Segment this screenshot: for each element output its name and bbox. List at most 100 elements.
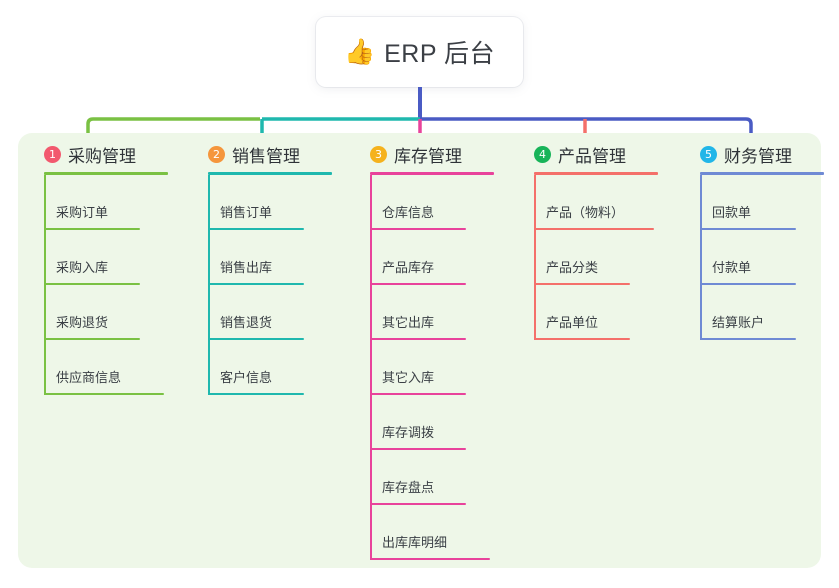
leaf-item-label: 产品单位	[546, 315, 599, 330]
leaf-item-label: 供应商信息	[56, 370, 122, 385]
branch-items-5: 回款单付款单结算账户	[678, 175, 838, 340]
branch-items-1: 采购订单采购入库采购退货供应商信息	[22, 175, 182, 395]
leaf-item-label: 客户信息	[220, 370, 273, 385]
leaf-item-label: 仓库信息	[382, 205, 435, 220]
leaf-item-label: 付款单	[712, 260, 752, 275]
leaf-item-label: 回款单	[712, 205, 752, 220]
leaf-item[interactable]: 采购入库	[22, 230, 182, 285]
leaf-item-label: 采购退货	[56, 315, 109, 330]
branch-column-1: 1 采购管理 采购订单采购入库采购退货供应商信息	[22, 133, 182, 395]
leaf-item-rule	[700, 283, 796, 285]
thumbs-up-icon: 👍	[343, 37, 376, 66]
branch-items-3: 仓库信息产品库存其它出库其它入库库存调拨库存盘点出库库明细	[348, 175, 508, 560]
leaf-item[interactable]: 库存调拨	[348, 395, 508, 450]
leaf-item[interactable]: 其它出库	[348, 285, 508, 340]
leaf-item-rule	[208, 283, 304, 285]
branch-title-3: 库存管理	[394, 146, 462, 166]
root-node[interactable]: 👍 ERP 后台	[316, 17, 523, 87]
leaf-item[interactable]: 供应商信息	[22, 340, 182, 395]
leaf-item-rule	[370, 228, 466, 230]
leaf-item[interactable]: 销售订单	[186, 175, 346, 230]
branch-badge-2: 2	[208, 145, 225, 163]
leaf-item-rule	[534, 338, 630, 340]
branch-title-2: 销售管理	[232, 146, 300, 166]
leaf-item-label: 库存盘点	[382, 480, 435, 495]
leaf-item-label: 结算账户	[712, 315, 765, 330]
branch-title-5: 财务管理	[724, 146, 792, 166]
leaf-item[interactable]: 销售出库	[186, 230, 346, 285]
leaf-item-label: 产品库存	[382, 260, 435, 275]
branch-title-4: 产品管理	[558, 146, 626, 166]
branch-spine-2	[208, 175, 210, 395]
leaf-item-label: 销售退货	[220, 315, 273, 330]
branch-header-2[interactable]: 2 销售管理	[186, 133, 346, 175]
leaf-item-label: 采购入库	[56, 260, 109, 275]
branch-title-1: 采购管理	[68, 146, 136, 166]
leaf-item[interactable]: 结算账户	[678, 285, 838, 340]
leaf-item[interactable]: 付款单	[678, 230, 838, 285]
branch-spine-5	[700, 175, 702, 340]
leaf-item-rule	[370, 393, 466, 395]
leaf-item[interactable]: 库存盘点	[348, 450, 508, 505]
leaf-item-label: 产品分类	[546, 260, 599, 275]
branch-rule-2	[208, 172, 332, 175]
branch-items-2: 销售订单销售出库销售退货客户信息	[186, 175, 346, 395]
branch-spine-3	[370, 175, 372, 560]
branch-column-2: 2 销售管理 销售订单销售出库销售退货客户信息	[186, 133, 346, 395]
leaf-item-rule	[534, 228, 654, 230]
branch-spine-1	[44, 175, 46, 395]
leaf-item-rule	[208, 228, 304, 230]
branch-badge-5: 5	[700, 145, 717, 163]
leaf-item-label: 出库库明细	[382, 535, 448, 550]
branch-rule-1	[44, 172, 168, 175]
leaf-item-rule	[208, 338, 304, 340]
leaf-item[interactable]: 其它入库	[348, 340, 508, 395]
leaf-item-label: 销售订单	[220, 205, 273, 220]
leaf-item[interactable]: 产品分类	[512, 230, 672, 285]
branch-badge-3: 3	[370, 145, 387, 163]
leaf-item-rule	[370, 448, 466, 450]
leaf-item-rule	[208, 393, 304, 395]
leaf-item[interactable]: 回款单	[678, 175, 838, 230]
leaf-item-label: 采购订单	[56, 205, 109, 220]
leaf-item[interactable]: 仓库信息	[348, 175, 508, 230]
branch-items-4: 产品（物料） 产品分类产品单位	[512, 175, 672, 340]
leaf-item-rule	[700, 228, 796, 230]
branch-header-5[interactable]: 5 财务管理	[678, 133, 838, 175]
leaf-item-rule	[534, 283, 630, 285]
leaf-item-label: 其它入库	[382, 370, 435, 385]
leaf-item[interactable]: 客户信息	[186, 340, 346, 395]
leaf-item[interactable]: 销售退货	[186, 285, 346, 340]
leaf-item-rule	[44, 283, 140, 285]
branch-spine-4	[534, 175, 536, 340]
leaf-item[interactable]: 产品库存	[348, 230, 508, 285]
leaf-item[interactable]: 产品单位	[512, 285, 672, 340]
branch-column-4: 4 产品管理 产品（物料） 产品分类产品单位	[512, 133, 672, 340]
leaf-item-label: 其它出库	[382, 315, 435, 330]
branch-rule-4	[534, 172, 658, 175]
leaf-item-rule	[700, 338, 796, 340]
mindmap-panel: 1 采购管理 采购订单采购入库采购退货供应商信息 2 销售管理 销售订单销售出库…	[18, 133, 824, 568]
leaf-item-rule	[370, 503, 466, 505]
leaf-item[interactable]: 出库库明细	[348, 505, 508, 560]
leaf-item[interactable]: 采购退货	[22, 285, 182, 340]
leaf-item-rule	[370, 338, 466, 340]
leaf-item-label: 产品（物料）	[546, 205, 625, 220]
branch-column-3: 3 库存管理 仓库信息产品库存其它出库其它入库库存调拨库存盘点出库库明细	[348, 133, 508, 560]
leaf-item[interactable]: 产品（物料）	[512, 175, 672, 230]
leaf-item-rule	[44, 338, 140, 340]
leaf-item-rule	[44, 393, 164, 395]
branch-badge-1: 1	[44, 145, 61, 163]
branch-header-1[interactable]: 1 采购管理	[22, 133, 182, 175]
leaf-item-rule	[370, 558, 490, 560]
branch-badge-4: 4	[534, 145, 551, 163]
branch-column-5: 5 财务管理 回款单付款单结算账户	[678, 133, 838, 340]
root-node-title: ERP 后台	[384, 40, 496, 68]
branch-rule-5	[700, 172, 824, 175]
branch-header-3[interactable]: 3 库存管理	[348, 133, 508, 175]
branch-header-4[interactable]: 4 产品管理	[512, 133, 672, 175]
leaf-item-label: 销售出库	[220, 260, 273, 275]
leaf-item[interactable]: 采购订单	[22, 175, 182, 230]
leaf-item-rule	[370, 283, 466, 285]
